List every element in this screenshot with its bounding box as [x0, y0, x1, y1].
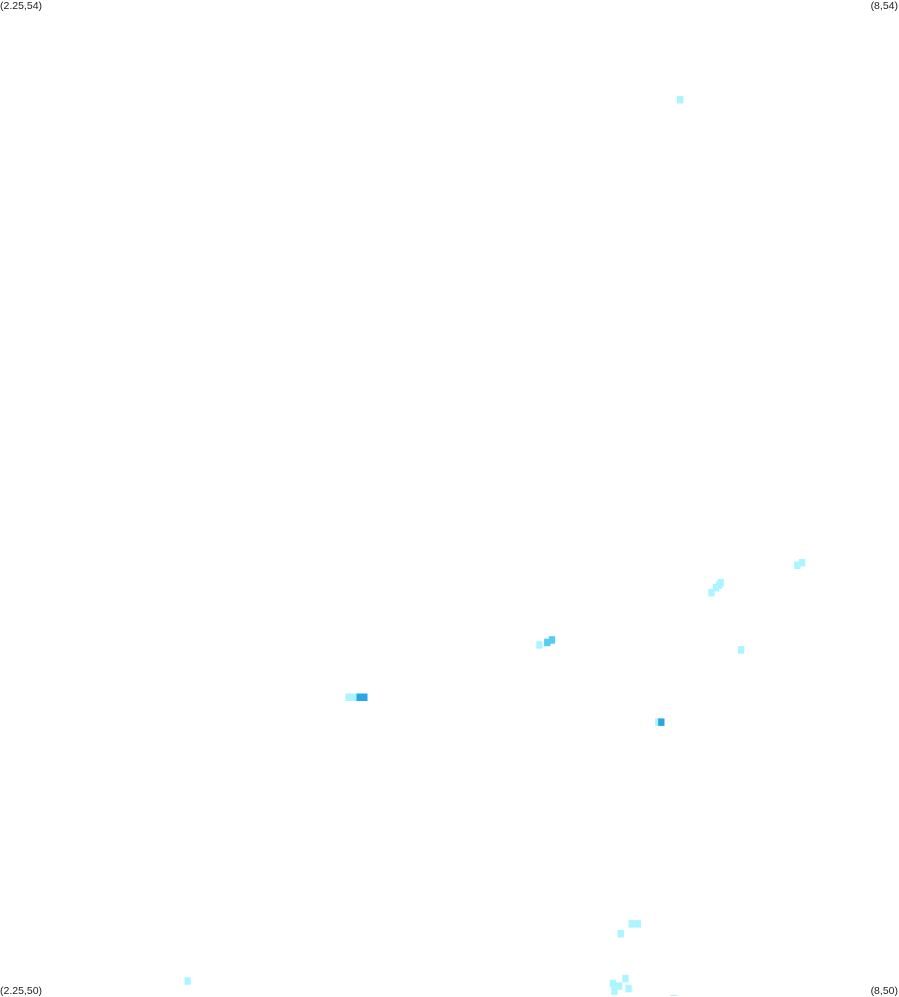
heatmap-cell: [794, 561, 801, 569]
heatmap-cell: [361, 693, 368, 701]
heatmap-cell: [184, 977, 191, 985]
heatmap-cell: [609, 979, 617, 988]
heatmap-cell: [345, 693, 352, 701]
corner-label-top-right: (8,54): [870, 0, 898, 12]
heatmap-cell: [628, 920, 635, 928]
heatmap-cell: [351, 693, 359, 701]
heatmap-cell: [536, 641, 543, 649]
heatmap-cell: [738, 646, 745, 654]
heatmap-cell: [634, 920, 642, 928]
heatmap-cell: [625, 984, 632, 993]
heatmap-cell: [611, 987, 618, 995]
heatmap-cell: [677, 95, 684, 104]
heatmap-cell: [670, 994, 677, 996]
corner-label-bottom-left: (2.25,50): [0, 985, 43, 997]
heatmap-cell: [708, 588, 715, 597]
heatmap-cell: [798, 559, 806, 567]
heatmap-cell: [712, 583, 720, 592]
heatmap-cell: [356, 693, 363, 701]
heatmap-cell: [717, 578, 724, 587]
heatmap-cell: [544, 638, 551, 647]
heatmap-cell: [616, 982, 623, 990]
corner-label-top-left: (2.25,54): [0, 0, 43, 12]
heatmap-cell: [622, 974, 629, 983]
heatmap-cell: [658, 718, 665, 726]
heatmap-cell: [617, 930, 624, 938]
heatmap-cell: [548, 636, 556, 644]
corner-label-bottom-right: (8,50): [870, 985, 898, 997]
